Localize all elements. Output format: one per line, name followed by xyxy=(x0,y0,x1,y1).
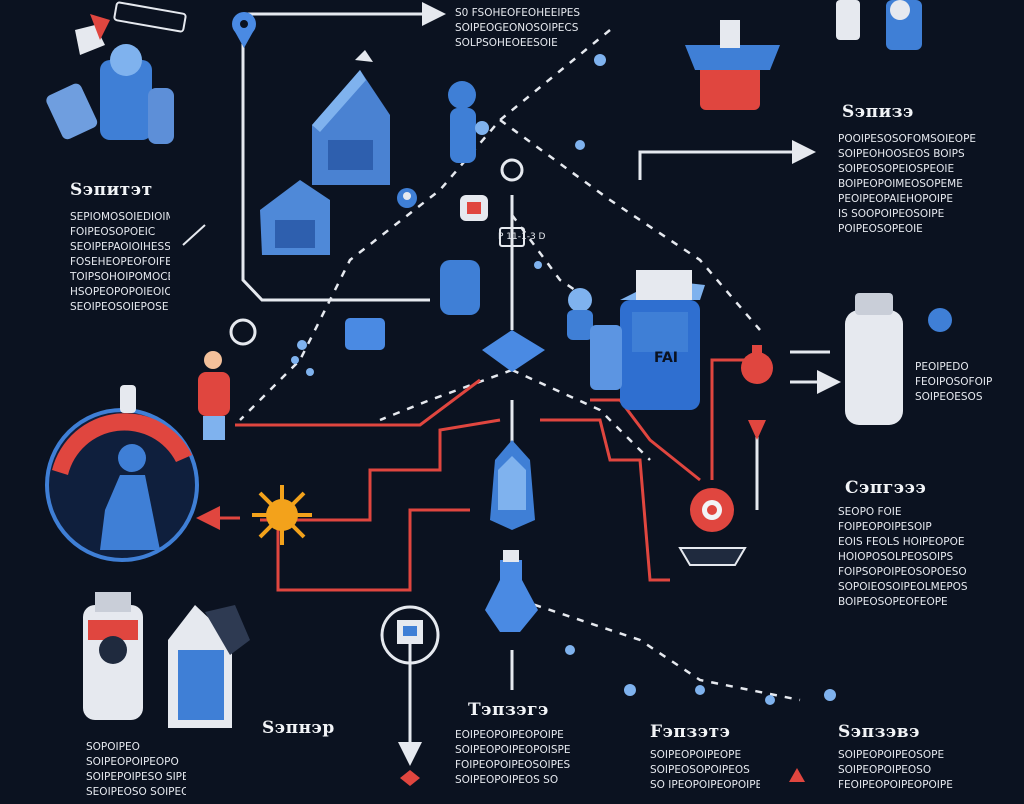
red-main-path xyxy=(260,418,501,522)
top-center-text-block: S0 FSOHEOFEOHEEIPES SOIPEOGEONOSOIPECS S… xyxy=(455,7,581,49)
red-right-loop xyxy=(590,398,701,482)
worker-figure-left xyxy=(198,351,230,440)
box-label: FAI xyxy=(654,350,678,366)
left-small-arrow xyxy=(182,224,206,246)
center-flask xyxy=(485,550,538,632)
central-hub xyxy=(460,158,545,372)
bottom-left-text-block: SOPOIPEO SOIPEOPOIPEOPO SOIPEPOIPESO SIP… xyxy=(86,741,186,798)
red-valve-right xyxy=(741,345,773,440)
left-vertical-connector xyxy=(241,78,430,302)
worker-figures-top-left xyxy=(46,1,187,144)
top-connector xyxy=(241,2,446,78)
red-hydrant-right xyxy=(678,488,747,566)
red-left-arrow xyxy=(235,378,481,427)
right-small-text-block: PEOIPEDO FEOIPOSOFOIP SOIPEOESOS xyxy=(915,361,993,403)
bottom-right2-title: Sэпзэвэ xyxy=(838,722,920,742)
dashed-connectors xyxy=(239,29,801,702)
location-pin-top xyxy=(232,12,256,48)
top-right-equipment xyxy=(685,0,922,110)
bottle-right xyxy=(845,293,952,425)
circular-badge-left xyxy=(45,385,199,562)
red-marker-bottom-right xyxy=(789,768,805,782)
top-right-title: Sэпизэ xyxy=(842,102,914,122)
top-note: P 11-1-3 D xyxy=(498,232,546,242)
bottom-right2-text-block: SOIPEOPOIPEOSOPE SOIPEOPOIPEOSO FEOIPEOP… xyxy=(838,749,953,791)
worker-figure-center xyxy=(448,81,489,163)
network-nodes xyxy=(291,54,836,705)
dash-center-down-right xyxy=(511,368,651,461)
bottom-circle-icon xyxy=(380,605,440,665)
warehouse-building-large xyxy=(312,50,390,185)
bottom-right1-text-block: SOIPEOPOIPEOPE SOIPEOSOPOIPEOS SO IPEOPO… xyxy=(650,749,760,791)
right-middle-text-block: SEOPO FOIE FOIPEOPOIPESOIP EOIS FEOLS HO… xyxy=(838,506,968,608)
hub-icons xyxy=(229,188,593,350)
bottom-right1-title: Fэпзэтэ xyxy=(650,722,731,742)
dash-bottom xyxy=(519,598,801,702)
dash-center xyxy=(510,214,591,302)
white-connectors xyxy=(182,2,841,766)
server-cabinet xyxy=(590,270,705,410)
dash-center-down xyxy=(379,368,513,422)
right-middle-title: Cэпгэээ xyxy=(845,478,927,498)
left-text-block: SEPIOMOSOIEDIOIMEPE FOIPEOSOPOEIC SEOIPE… xyxy=(70,211,170,313)
orange-gear xyxy=(252,485,312,545)
left-title: Sэпитэт xyxy=(70,180,153,200)
bottom-center-title: Tэпзэгэ xyxy=(468,700,549,720)
bottom-center-text-block: EOIPEOPOIPEOPOIPE SOIPEOPOIPEOPOISPE FOI… xyxy=(455,729,571,786)
warehouse-building-small xyxy=(260,180,330,255)
red-diamond xyxy=(400,770,420,786)
dash-top-right xyxy=(499,118,761,331)
red-down-loop xyxy=(276,508,470,592)
bottom-left-title: Sэпнэр xyxy=(262,718,335,738)
bottle-bottom-left xyxy=(83,592,143,720)
tower-bottom-left xyxy=(168,605,250,728)
center-device xyxy=(490,440,535,530)
red-right-path xyxy=(540,418,670,582)
top-right-arrow xyxy=(638,140,816,180)
top-right-text-block: POOIPESOSOFOMSOIEOPE SOIPEOHOOSEOS BOIPS… xyxy=(838,133,977,235)
dash-top-left xyxy=(239,29,611,421)
